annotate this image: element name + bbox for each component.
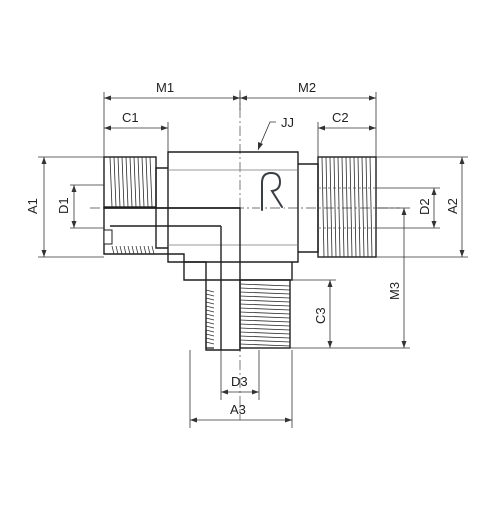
thread-ridge (115, 245, 119, 255)
right-thread (317, 156, 377, 258)
thread-ridge (239, 291, 291, 295)
label-c2: C2 (332, 110, 349, 125)
thread-ridge (205, 289, 215, 293)
dimension-d2: D2 (417, 188, 437, 228)
thread-ridge (239, 311, 291, 315)
thread-ridge (357, 156, 361, 258)
thread-ridge (137, 156, 141, 208)
thread-ridge (205, 317, 215, 321)
thread-ridge (341, 156, 345, 258)
thread-ridge (151, 245, 155, 255)
thread-ridge (133, 156, 137, 208)
thread-ridge (239, 339, 291, 343)
label-a2: A2 (445, 198, 460, 214)
thread-ridge (205, 329, 215, 333)
thread-ridge (129, 156, 133, 208)
dimension-m3: M3 (387, 208, 407, 348)
thread-ridge (239, 331, 291, 335)
thread-ridge (345, 156, 349, 258)
thread-ridge (139, 245, 143, 255)
thread-ridge (239, 299, 291, 303)
label-m3: M3 (387, 282, 402, 300)
thread-ridge (131, 245, 135, 255)
dimension-a1: A1 (25, 157, 47, 257)
dimension-c2: C2 (318, 110, 376, 131)
thread-ridge (127, 245, 131, 255)
thread-ridge (239, 295, 291, 299)
thread-ridge (205, 313, 215, 317)
thread-ridge (123, 245, 127, 255)
thread-ridge (117, 156, 121, 208)
thread-ridge (205, 321, 215, 325)
thread-ridge (205, 333, 215, 337)
thread-ridge (353, 156, 357, 258)
thread-ridge (205, 301, 215, 305)
thread-ridge (333, 156, 337, 258)
label-m1: M1 (156, 80, 174, 95)
thread-ridge (205, 309, 215, 313)
thread-ridge (349, 156, 353, 258)
thread-ridge (145, 156, 149, 208)
thread-ridge (143, 245, 147, 255)
label-jj: JJ (281, 115, 294, 130)
fitting-body (155, 151, 319, 281)
thread-ridge (361, 156, 365, 258)
thread-ridge (111, 245, 115, 255)
thread-ridge (329, 156, 333, 258)
thread-ridge (109, 156, 113, 208)
dimension-m2: M2 (240, 80, 376, 101)
thread-ridge (205, 337, 215, 341)
dimension-jj: JJ (257, 115, 294, 151)
thread-ridge (239, 315, 291, 319)
label-a1: A1 (25, 198, 40, 214)
dimension-a3: A3 (190, 402, 292, 423)
thread-ridge (205, 297, 215, 301)
thread-ridge (113, 156, 117, 208)
thread-ridge (365, 156, 369, 258)
thread-ridge (337, 156, 341, 258)
dimension-a2: A2 (445, 157, 465, 257)
thread-ridge (239, 335, 291, 339)
label-m2: M2 (298, 80, 316, 95)
thread-ridge (239, 327, 291, 331)
dimension-m1: M1 (104, 80, 240, 101)
bottom-thread (205, 279, 291, 349)
label-d2: D2 (417, 198, 432, 215)
thread-ridge (239, 283, 291, 287)
thread-ridge (149, 156, 153, 208)
section-view (103, 207, 241, 351)
thread-ridge (239, 307, 291, 311)
thread-ridge (239, 303, 291, 307)
label-c1: C1 (122, 110, 139, 125)
dimension-d1: D1 (56, 185, 77, 228)
label-d3: D3 (231, 374, 248, 389)
thread-ridge (239, 287, 291, 291)
thread-ridge (205, 341, 215, 345)
thread-ridge (239, 319, 291, 323)
thread-ridge (205, 305, 215, 309)
thread-ridge (125, 156, 129, 208)
thread-ridge (135, 245, 139, 255)
left-thread (103, 156, 157, 208)
thread-ridge (205, 293, 215, 297)
thread-ridge (239, 323, 291, 327)
label-d1: D1 (56, 197, 71, 214)
thread-ridge (369, 156, 373, 258)
dimension-d3: D3 (221, 374, 259, 395)
dimension-c3: C3 (313, 280, 333, 348)
brand-logo: R (260, 170, 284, 212)
label-a3: A3 (230, 402, 246, 417)
thread-ridge (321, 156, 325, 258)
thread-ridge (205, 325, 215, 329)
thread-ridge (239, 343, 291, 347)
thread-ridge (147, 245, 151, 255)
thread-ridge (119, 245, 123, 255)
label-c3: C3 (313, 307, 328, 324)
thread-ridge (121, 156, 125, 208)
dimension-c1: C1 (104, 110, 168, 131)
thread-ridge (141, 156, 145, 208)
thread-ridge (325, 156, 329, 258)
